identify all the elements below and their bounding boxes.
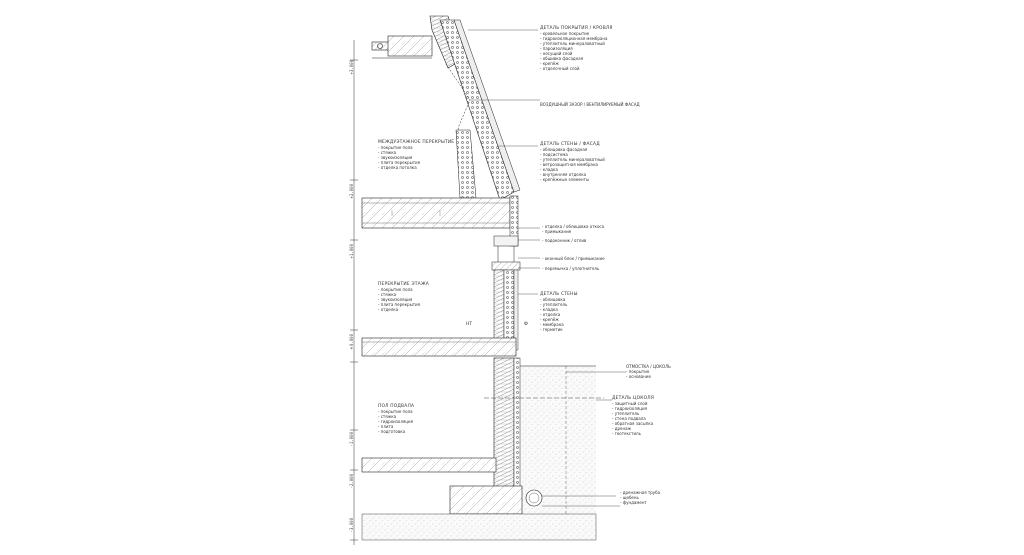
note-block-roof-buildup: ДЕТАЛЬ ПОКРЫТИЯ / КРОВЛЯ- кровельное пок… — [540, 26, 613, 71]
note-line: - покрытие пола — [378, 409, 413, 414]
note-line: - отделочный слой — [540, 66, 580, 71]
note-heading: ДЕТАЛЬ ЦОКОЛЯ — [612, 396, 654, 401]
note-line: - подготовка — [378, 429, 406, 434]
note-line: - плита — [378, 424, 394, 429]
note-heading: МЕЖДУЭТАЖНОЕ ПЕРЕКРЫТИЕ — [378, 140, 455, 145]
sloped-facade — [439, 19, 521, 201]
note-block-upper-floor: МЕЖДУЭТАЖНОЕ ПЕРЕКРЫТИЕ- покрытие пола- … — [378, 140, 454, 170]
note-line: - несущий слой — [540, 51, 573, 56]
dimension-label: -2.000 — [349, 474, 354, 489]
note-line: - обшивка фасадная — [540, 56, 584, 61]
note-heading: ПОЛ ПОДВАЛА — [378, 404, 415, 409]
note-line: - плита перекрытия — [378, 302, 421, 307]
basement-section — [484, 357, 604, 540]
note-line: - дренажная труба — [620, 490, 661, 495]
upper-floor-slab — [361, 195, 519, 247]
note-line: - кровельное покрытие — [540, 31, 590, 36]
note-line: - фундамент — [620, 500, 647, 505]
note-line: - дренаж — [612, 426, 632, 431]
middle-floor-slab — [361, 337, 517, 357]
note-line: - гидроизоляционная мембрана — [540, 36, 608, 41]
note-line: - подоконник / отлив — [542, 238, 587, 243]
note-block-cap-callout: ОТМОСТКА / ЦОКОЛЬ- покрытие- основание — [626, 364, 671, 379]
note-block-mid-callout-1: - отделка / облицовка откоса- примыкание — [542, 224, 604, 234]
note-line: - покрытие пола — [378, 145, 413, 150]
note-line: - утеплитель минераловатный — [540, 157, 605, 162]
note-line: - щебень — [620, 495, 639, 500]
note-heading: ДЕТАЛЬ СТЕНЫ — [540, 292, 578, 297]
window-zone — [491, 235, 521, 271]
note-line: - кладка — [540, 307, 558, 312]
note-block-upper-wall: ДЕТАЛЬ СТЕНЫ / ФАСАД- облицовка фасадная… — [540, 142, 605, 182]
left-dimension-chain — [350, 40, 358, 545]
note-line: - внутренняя отделка — [540, 172, 587, 177]
note-line: - стяжка — [378, 414, 397, 419]
note-line: - звукоизоляция — [378, 155, 413, 160]
note-line: - отделка — [540, 312, 561, 317]
note-line: - оконный блок / примыкание — [542, 256, 605, 261]
note-block-middle-wall: ДЕТАЛЬ СТЕНЫ- облицовка- утеплитель- кла… — [540, 292, 578, 332]
note-line: - защитный слой — [612, 401, 648, 406]
leader-lines — [468, 29, 626, 507]
note-block-basement-floor: ПОЛ ПОДВАЛА- покрытие пола- стяжка- гидр… — [378, 404, 414, 434]
note-block-basement-wall: ДЕТАЛЬ ЦОКОЛЯ- защитный слой- гидроизоля… — [612, 396, 654, 436]
note-line: - крепёж — [540, 317, 559, 322]
note-line: - подсистема — [540, 152, 568, 157]
note-line: - гидроизоляция — [612, 406, 648, 411]
note-block-footing-callout: - дренажная труба- щебень- фундамент — [620, 490, 660, 505]
note-line: - отделка / облицовка откоса — [542, 224, 605, 229]
tag-label: НТ — [466, 322, 473, 327]
note-line: - примыкание — [542, 229, 572, 234]
note-line: - стяжка — [378, 150, 397, 155]
note-line: - перемычка / уплотнитель — [542, 266, 600, 271]
note-heading: ДЕТАЛЬ ПОКРЫТИЯ / КРОВЛЯ — [540, 26, 613, 31]
note-heading: ДЕТАЛЬ СТЕНЫ / ФАСАД — [540, 142, 600, 147]
note-line: - утеплитель — [540, 302, 568, 307]
note-line: - утеплитель — [612, 411, 640, 416]
note-line: - утеплитель минераловатный — [540, 41, 605, 46]
dimension-label: +3.000 — [349, 60, 354, 75]
note-line: - крепёжные элементы — [540, 177, 590, 182]
note-line: ОТМОСТКА / ЦОКОЛЬ — [626, 364, 671, 369]
note-line: - звукоизоляция — [378, 297, 413, 302]
note-line: - основание — [626, 374, 651, 379]
note-block-middle-floor: ПЕРЕКРЫТИЕ ЭТАЖА- покрытие пола- стяжка-… — [378, 282, 429, 312]
note-line: - покрытие пола — [378, 287, 413, 292]
dimension-label: +2.000 — [349, 184, 354, 199]
note-line: - стена подвала — [612, 416, 646, 421]
note-line: - облицовка фасадная — [540, 147, 588, 152]
note-line: - геотекстиль — [612, 431, 641, 436]
dimension-label: +1.000 — [349, 244, 354, 259]
note-line: - герметик — [540, 327, 563, 332]
dimension-label: ±0.000 — [349, 334, 354, 352]
note-block-top-callout: ВОЗДУШНЫЙ ЗАЗОР / ВЕНТИЛИРУЕМЫЙ ФАСАД — [540, 102, 640, 107]
note-block-mid-callout-3: - оконный блок / примыкание — [542, 256, 605, 261]
dimension-label: -1.000 — [349, 432, 354, 447]
note-line: - гидроизоляция — [378, 419, 414, 424]
tag-label: Ф — [524, 322, 528, 327]
note-line: - крепёж — [540, 61, 559, 66]
note-line: - стяжка — [378, 292, 397, 297]
note-line: - отделка — [378, 307, 399, 312]
note-block-mid-callout-4: - перемычка / уплотнитель — [542, 266, 599, 271]
note-line: - облицовка — [540, 297, 566, 302]
note-line: ВОЗДУШНЫЙ ЗАЗОР / ВЕНТИЛИРУЕМЫЙ ФАСАД — [540, 102, 640, 107]
note-line: - обратная засыпка — [612, 421, 654, 426]
note-block-mid-callout-2: - подоконник / отлив — [542, 238, 586, 243]
note-line: - ветрозащитная мембрана — [540, 162, 598, 167]
note-line: - кладка — [540, 167, 558, 172]
note-line: - отделка потолка — [378, 165, 417, 170]
footing — [361, 485, 597, 541]
basement-floor-slab — [361, 457, 497, 473]
note-line: - мембрана — [540, 322, 564, 327]
note-line: - плита перекрытия — [378, 160, 421, 165]
note-line: - пароизоляция — [540, 46, 573, 51]
note-heading: ПЕРЕКРЫТИЕ ЭТАЖА — [378, 282, 429, 287]
dimension-label: -3.000 — [349, 518, 354, 533]
note-line: - покрытие — [626, 369, 650, 374]
